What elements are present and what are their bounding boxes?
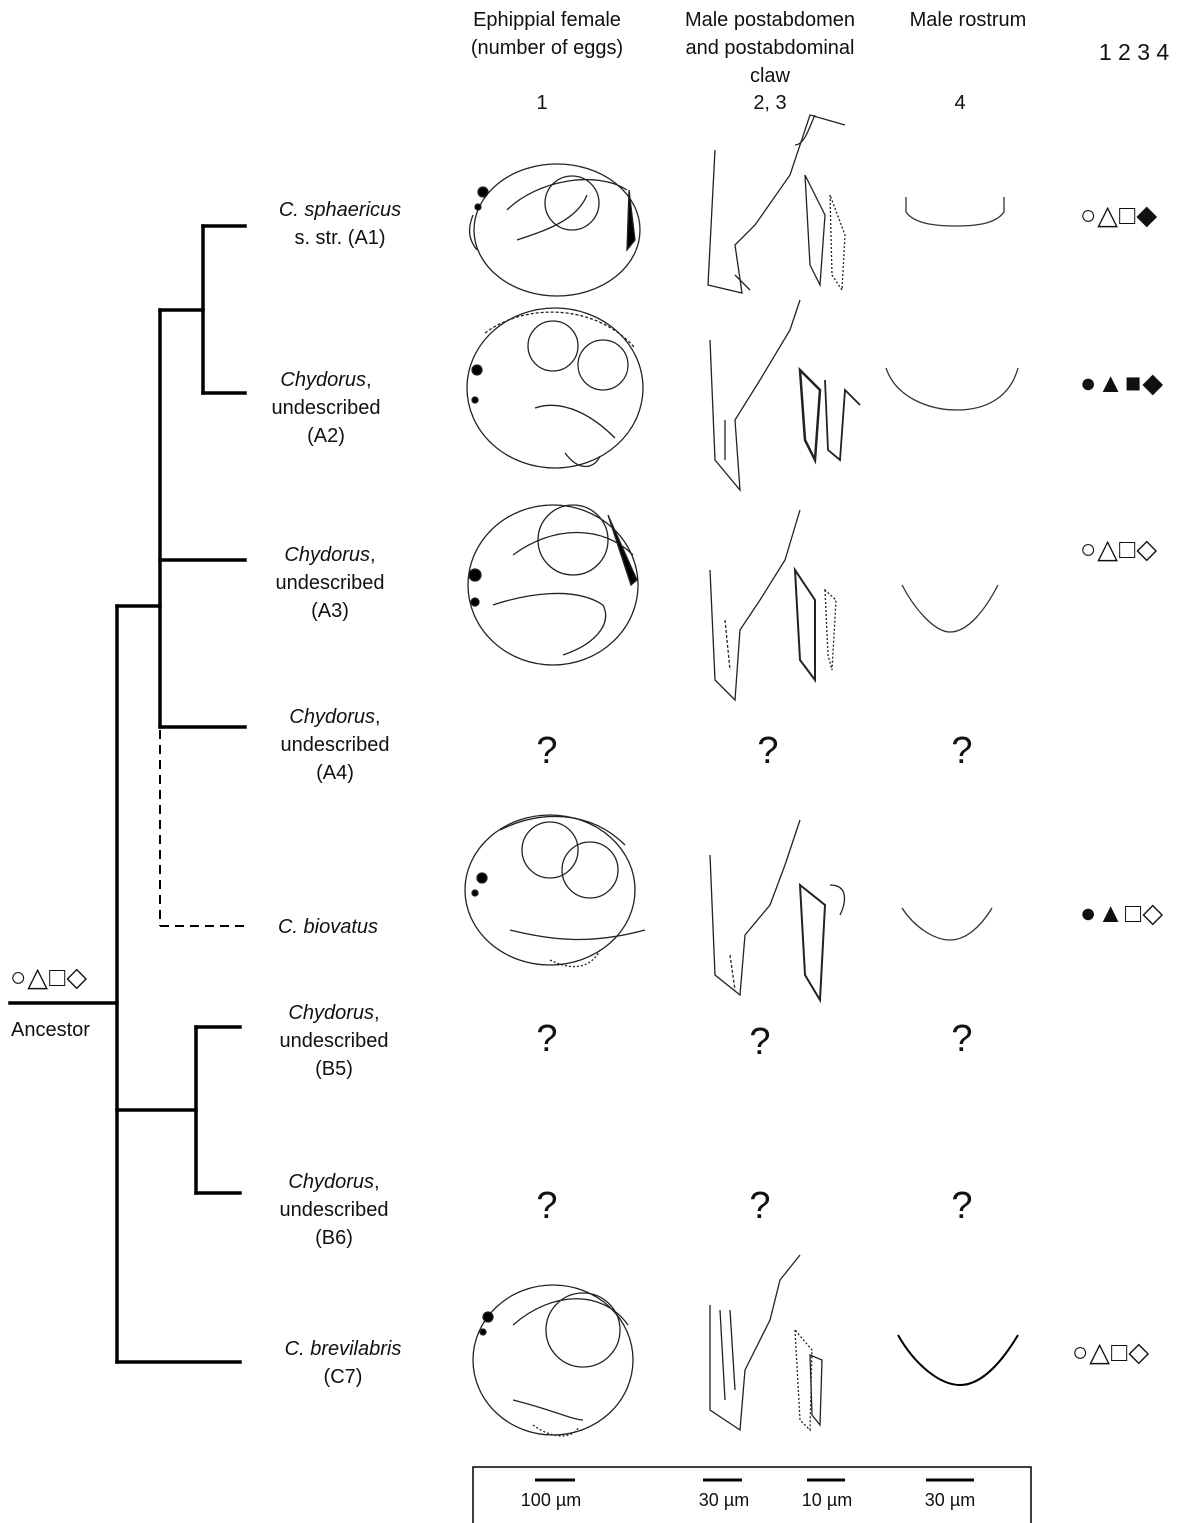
column-header-male-postabdomen: Male postabdomen and postabdominal claw <box>662 6 878 90</box>
scale-label-30-a: 30 µm <box>674 1490 774 1511</box>
taxon-label-c7: C. brevilabris (C7) <box>243 1335 443 1391</box>
taxon-label-b6: Chydorus, undescribed (B6) <box>234 1168 434 1252</box>
unknown-postabdomen-b6: ? <box>730 1186 790 1226</box>
taxon-label-a2: Chydorus, undescribed (A2) <box>226 366 426 450</box>
taxon-label-a3: Chydorus, undescribed (A3) <box>230 541 430 625</box>
postabdomen-drawing-a2 <box>710 300 860 490</box>
column-header-male-rostrum: Male rostrum <box>890 6 1046 34</box>
states-a1: ○△□◆ <box>1080 200 1158 231</box>
female-drawing-c7 <box>473 1285 633 1436</box>
taxon-label-a1: C. sphaericus s. str. (A1) <box>240 196 440 252</box>
female-drawing-a3 <box>468 505 638 665</box>
column-number-4: 4 <box>938 92 982 115</box>
unknown-postabdomen-a4: ? <box>738 731 798 771</box>
states-a2: ●▲■◆ <box>1080 368 1164 399</box>
column-header-ephippial-female: Ephippial female (number of eggs) <box>445 6 649 62</box>
scale-label-100: 100 µm <box>501 1490 601 1511</box>
postabdomen-drawings <box>708 115 860 1430</box>
unknown-female-a4: ? <box>517 731 577 771</box>
column-number-2-3: 2, 3 <box>730 92 810 115</box>
female-drawing-a2 <box>467 308 643 468</box>
rostrum-drawing-a1 <box>906 197 1004 226</box>
ancestor-states: ○△□◇ <box>10 962 88 993</box>
taxon-label-a4: Chydorus, undescribed (A4) <box>235 703 435 787</box>
postabdomen-drawing-c7 <box>710 1255 822 1430</box>
taxon-label-b5: Chydorus, undescribed (B5) <box>234 999 434 1083</box>
unknown-rostrum-b6: ? <box>932 1186 992 1226</box>
unknown-female-b5: ? <box>517 1019 577 1059</box>
female-drawing-a1 <box>470 164 640 296</box>
unknown-postabdomen-b5: ? <box>730 1022 790 1062</box>
scale-label-10: 10 µm <box>777 1490 877 1511</box>
states-a3: ○△□◇ <box>1080 534 1158 565</box>
ancestor-label: Ancestor <box>11 1019 90 1042</box>
scale-label-30-b: 30 µm <box>900 1490 1000 1511</box>
postabdomen-drawing-a3 <box>710 510 836 700</box>
unknown-rostrum-a4: ? <box>932 731 992 771</box>
states-c7: ○△□◇ <box>1072 1337 1150 1368</box>
column-number-1: 1 <box>520 92 564 115</box>
states-biovatus: ●▲□◇ <box>1080 898 1164 929</box>
unknown-female-b6: ? <box>517 1186 577 1226</box>
taxon-label-biovatus: C. biovatus <box>228 913 428 941</box>
female-drawings <box>465 164 645 1436</box>
rostrum-drawing-c7 <box>898 1335 1018 1385</box>
postabdomen-drawing-a1 <box>708 115 845 293</box>
state-column-numbers: 1 2 3 4 <box>1084 38 1184 66</box>
female-drawing-biovatus <box>465 815 645 967</box>
rostrum-drawing-a3 <box>902 585 998 632</box>
rostrum-drawing-a2 <box>886 368 1018 410</box>
postabdomen-drawing-biovatus <box>710 820 844 1000</box>
rostrum-drawing-biovatus <box>902 908 992 940</box>
unknown-rostrum-b5: ? <box>932 1019 992 1059</box>
